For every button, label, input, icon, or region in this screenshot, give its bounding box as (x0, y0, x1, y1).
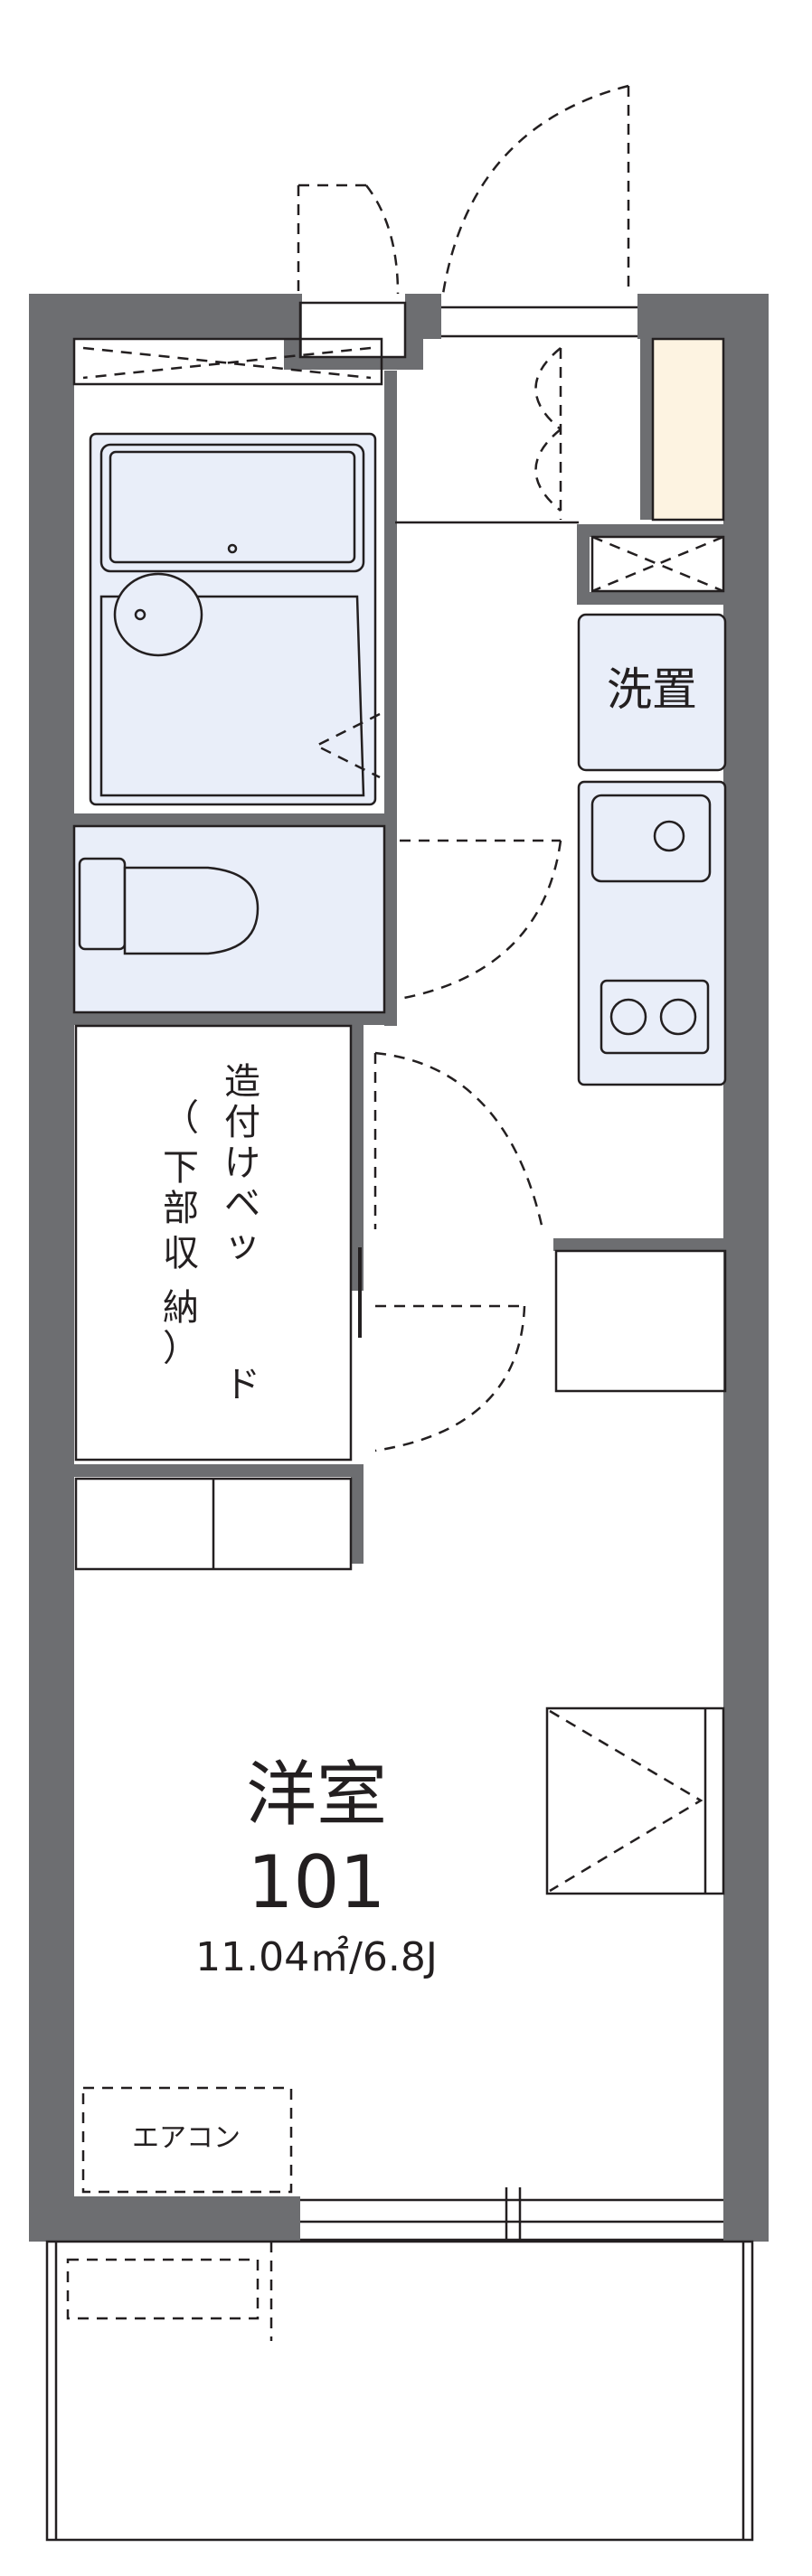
shoe-cabinet (651, 337, 725, 522)
room-label: 洋室 101 11.04㎡/6.8J (195, 1754, 438, 1980)
storage-char-6: ） (163, 1328, 199, 1369)
washer-label: 洗置 (607, 663, 697, 716)
outer-walls (29, 294, 769, 2242)
washer-space: 洗置 (577, 613, 727, 772)
bed-char-1: 造 (224, 1061, 260, 1103)
bath-door-swing (534, 347, 562, 520)
storage-char-5: 納 (163, 1287, 199, 1329)
washbasin (113, 572, 203, 657)
burner-left (609, 998, 647, 1036)
room-number: 101 (248, 1840, 386, 1924)
bed-char-5: ッ (224, 1224, 260, 1265)
bed-char-4: ベ (224, 1183, 260, 1225)
sink (590, 794, 712, 883)
closet-shelf (74, 1477, 353, 1571)
balcony-window (300, 2187, 723, 2242)
kitchen-counter (577, 780, 727, 1086)
aircon: エアコン (81, 2086, 293, 2194)
builtin-bed (74, 1024, 362, 1462)
room-storage-box (545, 1706, 725, 1895)
bathtub (99, 443, 365, 573)
unit-bath (72, 337, 383, 806)
balcony-outdoor-unit (66, 2258, 260, 2320)
toilet-door-swing (399, 839, 562, 1001)
storage-char-3: 部 (163, 1188, 199, 1229)
bed-door-swing (373, 1051, 544, 1453)
storage-char-2: 下 (163, 1147, 199, 1189)
room-name: 洋室 (246, 1754, 387, 1836)
refrigerator-space (554, 1249, 727, 1393)
sink-drain (653, 820, 685, 852)
bed-char-3: け (224, 1142, 260, 1184)
entrance-frame (298, 301, 637, 359)
interior-partitions (74, 339, 727, 1564)
storage-char-4: 収 (163, 1233, 199, 1274)
toilet-tank (78, 857, 127, 951)
toilet-bowl (123, 866, 260, 955)
balcony (45, 2240, 754, 2542)
bed-char-2: 付 (224, 1102, 260, 1143)
entrance-door-swing (297, 84, 630, 295)
aircon-label: エアコン (132, 2122, 241, 2154)
storage-box (590, 535, 725, 593)
toilet-room (72, 824, 386, 1014)
room-area: 11.04㎡/6.8J (195, 1934, 438, 1980)
storage-char-1: （ (163, 1097, 199, 1139)
stove (600, 979, 710, 1055)
builtin-bed-label: 造 付 け ベ ッ ド （ 下 部 収 納 ） (163, 1061, 260, 1406)
burner-right (659, 998, 697, 1036)
bed-char-6: ド (224, 1364, 260, 1406)
